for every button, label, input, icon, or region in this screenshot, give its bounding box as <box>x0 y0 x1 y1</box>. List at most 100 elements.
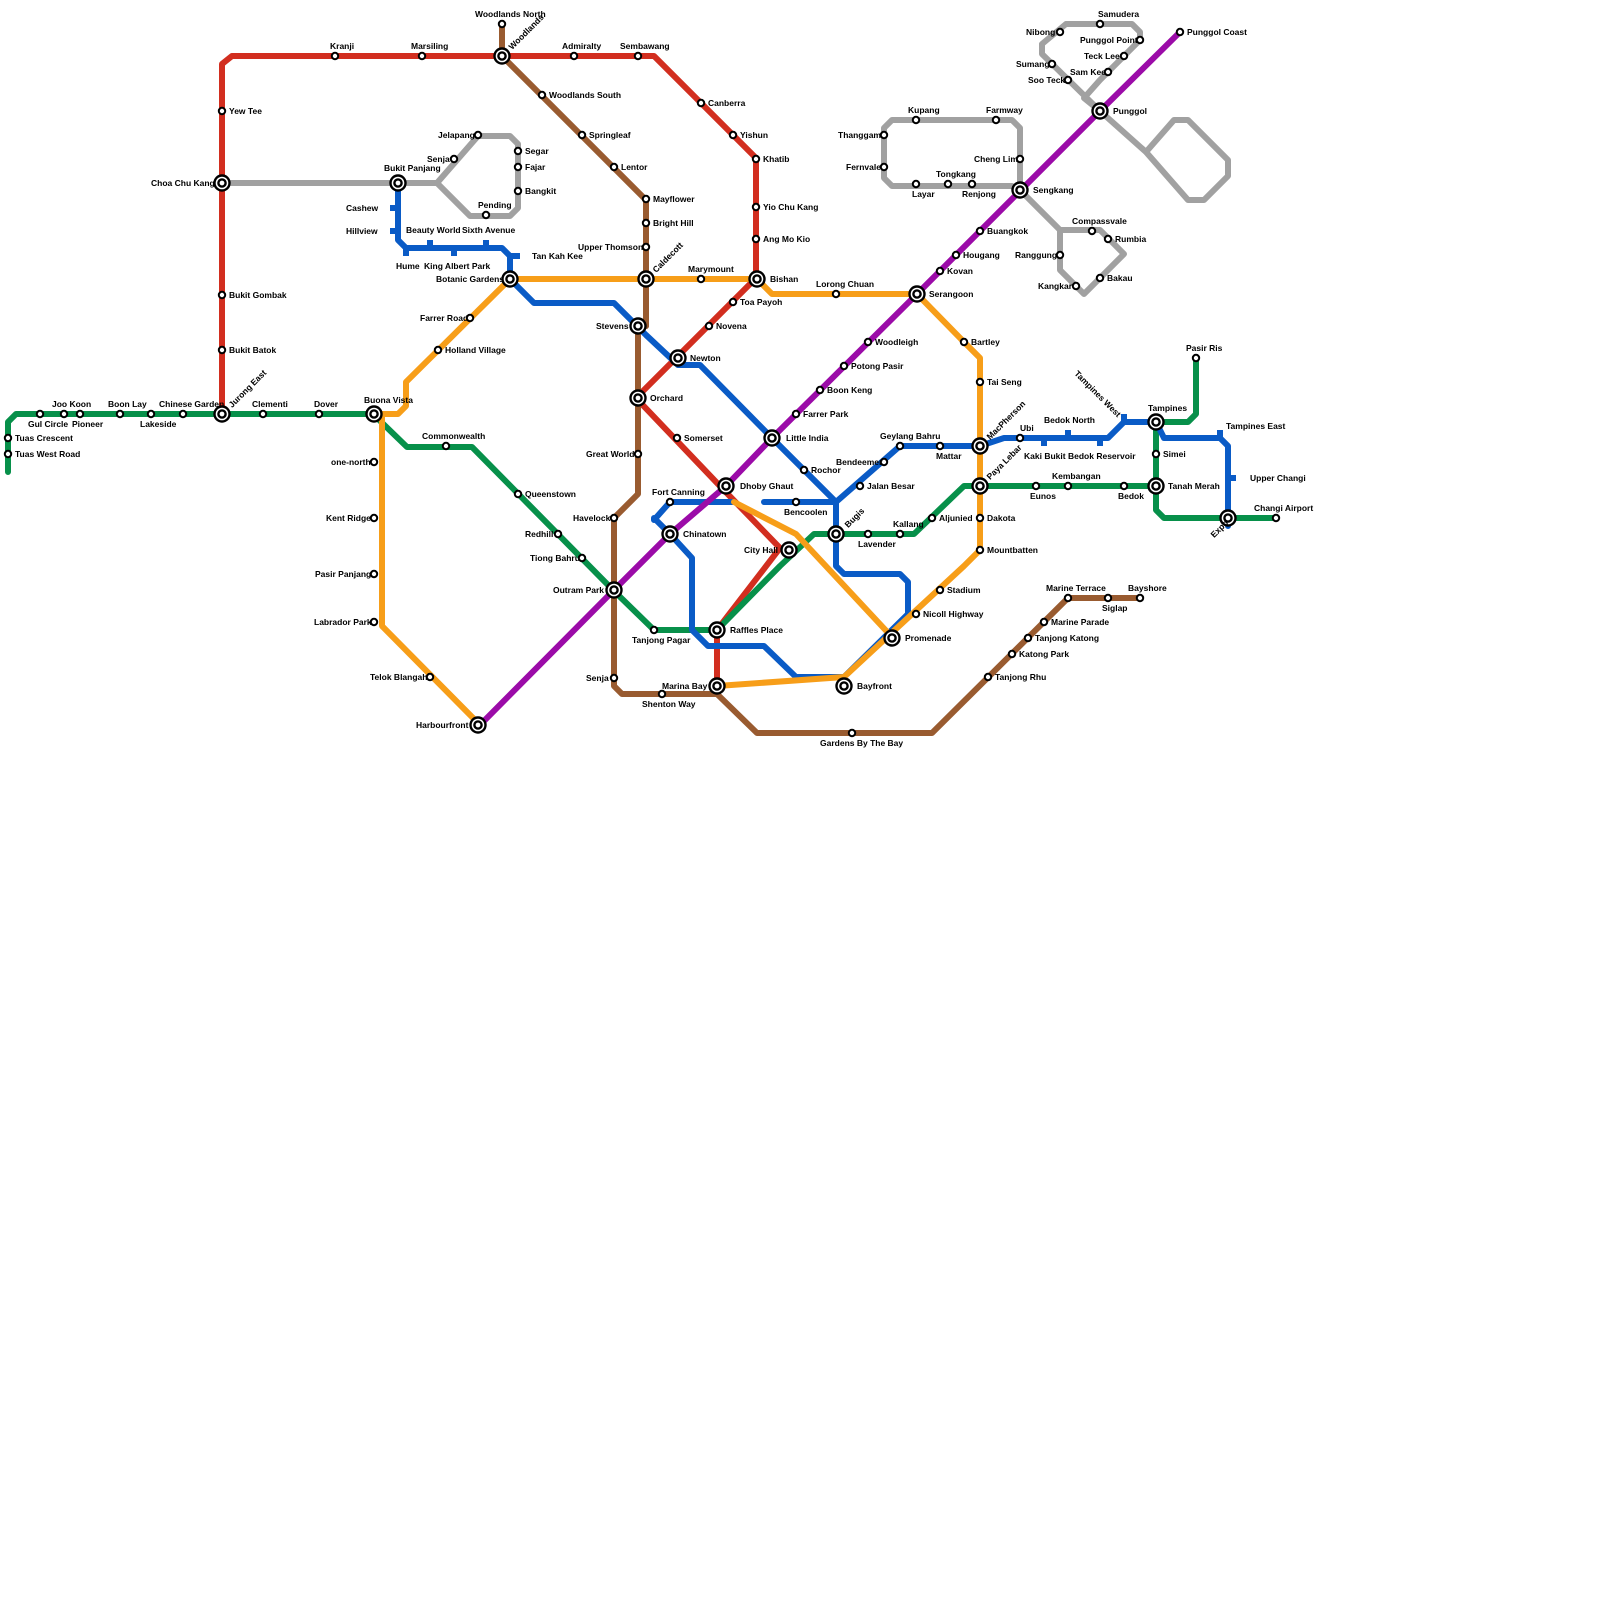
station-mayflower[interactable] <box>641 194 651 204</box>
station-dakota[interactable] <box>975 513 985 523</box>
interchange-chinatown[interactable] <box>661 525 679 543</box>
station-punggol-point[interactable] <box>1135 35 1145 45</box>
station-jelapang[interactable] <box>473 130 483 140</box>
station-tanjong-pagar[interactable] <box>649 625 659 635</box>
station-yio-chu-kang[interactable] <box>751 202 761 212</box>
interchange-marina-bay[interactable] <box>708 677 726 695</box>
station-marsiling[interactable] <box>417 51 427 61</box>
station-pending[interactable] <box>481 210 491 220</box>
station-tanjong-rhu[interactable] <box>983 672 993 682</box>
station-senja[interactable] <box>449 154 459 164</box>
station-clementi[interactable] <box>258 409 268 419</box>
station-kallang[interactable] <box>895 529 905 539</box>
station-aljunied[interactable] <box>927 513 937 523</box>
station-soo-teck[interactable] <box>1063 75 1073 85</box>
station-mattar[interactable] <box>935 441 945 451</box>
interchange-jurong-east[interactable] <box>213 405 231 423</box>
interchange-choa-chu-kang[interactable] <box>213 174 231 192</box>
station-bright-hill[interactable] <box>641 218 651 228</box>
station-renjong[interactable] <box>967 179 977 189</box>
station-kranji[interactable] <box>330 51 340 61</box>
station-canberra[interactable] <box>696 98 706 108</box>
station-cheng-lim[interactable] <box>1015 154 1025 164</box>
interchange-paya-lebar[interactable] <box>971 477 989 495</box>
station-marine-terrace[interactable] <box>1063 593 1073 603</box>
interchange-harbourfront[interactable] <box>469 716 487 734</box>
station-chinese-garden[interactable] <box>178 409 188 419</box>
station-tuas-crescent[interactable] <box>3 433 13 443</box>
station-kovan[interactable] <box>935 266 945 276</box>
station-boon-lay[interactable] <box>115 409 125 419</box>
interchange-city-hall[interactable] <box>780 541 798 559</box>
station-bukit-batok[interactable] <box>217 345 227 355</box>
interchange-raffles-place[interactable] <box>708 621 726 639</box>
station-kangkar[interactable] <box>1071 281 1081 291</box>
interchange-botanic-gardens[interactable] <box>501 270 519 288</box>
interchange-punggol[interactable] <box>1091 102 1109 120</box>
station-pasir-panjang[interactable] <box>369 569 379 579</box>
interchange-macpherson[interactable] <box>971 437 989 455</box>
station-bukit-gombak[interactable] <box>217 290 227 300</box>
interchange-tanah-merah[interactable] <box>1147 477 1165 495</box>
station-boon-keng[interactable] <box>815 385 825 395</box>
station-farrer-road[interactable] <box>465 313 475 323</box>
interchange-newton[interactable] <box>669 349 687 367</box>
station-shenton-way[interactable] <box>657 689 667 699</box>
interchange-caldecott[interactable] <box>637 270 655 288</box>
station-novena[interactable] <box>704 321 714 331</box>
station-kupang[interactable] <box>911 115 921 125</box>
station-buangkok[interactable] <box>975 226 985 236</box>
station-teck-lee[interactable] <box>1119 51 1129 61</box>
interchange-promenade[interactable] <box>883 629 901 647</box>
station-upper-thomson[interactable] <box>641 242 651 252</box>
interchange-buona-vista[interactable] <box>365 405 383 423</box>
station-simei[interactable] <box>1151 449 1161 459</box>
station-holland-village[interactable] <box>433 345 443 355</box>
station-springleaf[interactable] <box>577 130 587 140</box>
station-tanjong-katong[interactable] <box>1023 633 1033 643</box>
station-nicoll-highway[interactable] <box>911 609 921 619</box>
station-lentor[interactable] <box>609 162 619 172</box>
interchange-orchard[interactable] <box>629 389 647 407</box>
station-ubi[interactable] <box>1015 433 1025 443</box>
station-woodlands-south[interactable] <box>537 90 547 100</box>
station-queenstown[interactable] <box>513 489 523 499</box>
interchange-little-india[interactable] <box>763 429 781 447</box>
station-gul-circle[interactable] <box>35 409 45 419</box>
station-yew-tee[interactable] <box>217 106 227 116</box>
station-changi-airport[interactable] <box>1271 513 1281 523</box>
station-havelock[interactable] <box>609 513 619 523</box>
station-katong-park[interactable] <box>1007 649 1017 659</box>
station-thanggam[interactable] <box>879 130 889 140</box>
station-samudera[interactable] <box>1095 19 1105 29</box>
station-kent-ridge[interactable] <box>369 513 379 523</box>
station-fajar[interactable] <box>513 162 523 172</box>
station-gardens-by-the-bay[interactable] <box>847 728 857 738</box>
station-lavender[interactable] <box>863 529 873 539</box>
station-toa-payoh[interactable] <box>728 297 738 307</box>
station-fort-canning[interactable] <box>665 497 675 507</box>
station-bayshore[interactable] <box>1135 593 1145 603</box>
station-redhill[interactable] <box>553 529 563 539</box>
station-pasir-ris[interactable] <box>1191 353 1201 363</box>
station-fernvale[interactable] <box>879 162 889 172</box>
station-rochor[interactable] <box>799 465 809 475</box>
station-nibong[interactable] <box>1055 27 1065 37</box>
station-great-world[interactable] <box>633 449 643 459</box>
station-tuas-west-road[interactable] <box>3 449 13 459</box>
station-bartley[interactable] <box>959 337 969 347</box>
station-geylang-bahru[interactable] <box>895 441 905 451</box>
station-punggol-coast[interactable] <box>1175 27 1185 37</box>
station-hougang[interactable] <box>951 250 961 260</box>
station-pioneer[interactable] <box>75 409 85 419</box>
station-tongkang[interactable] <box>943 179 953 189</box>
station-compassvale[interactable] <box>1087 226 1097 236</box>
station-farrer-park[interactable] <box>791 409 801 419</box>
interchange-tampines[interactable] <box>1147 413 1165 431</box>
station-layar[interactable] <box>911 179 921 189</box>
station-eunos[interactable] <box>1031 481 1041 491</box>
interchange-bishan[interactable] <box>748 270 766 288</box>
station-bakau[interactable] <box>1095 273 1105 283</box>
station-tai-seng[interactable] <box>975 377 985 387</box>
station-farmway[interactable] <box>991 115 1001 125</box>
